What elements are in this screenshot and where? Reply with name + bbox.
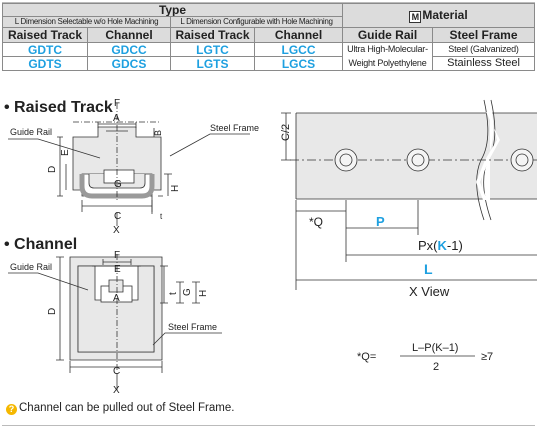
formula-denominator: 2 (433, 361, 439, 373)
dim-h: H (170, 185, 181, 192)
dim-b: B (153, 130, 163, 136)
dim-e: E (60, 149, 71, 156)
dim-g: G (114, 179, 122, 190)
type-code: GDTS (2, 56, 88, 71)
dim-p: P (376, 214, 385, 229)
material-icon: M (409, 10, 422, 23)
dim-a-channel: A (113, 293, 120, 304)
dim-t: t (160, 212, 163, 221)
dim-h-channel: H (198, 290, 209, 297)
dim-c-half: C/2 (280, 124, 292, 141)
formula-numerator: L–P(K–1) (412, 342, 458, 354)
dim-px-formula: Px(K-1) (418, 238, 463, 253)
x-view-label: X View (409, 284, 450, 299)
dim-e-channel: E (114, 264, 121, 275)
channel-title: • Channel (4, 236, 78, 253)
column-header: Raised Track (2, 27, 88, 43)
dim-a: A (113, 113, 120, 124)
dim-x-channel: X (113, 385, 120, 396)
question-icon: ? (6, 404, 17, 415)
dim-t-channel: t (168, 292, 179, 295)
formula-rhs: ≥7 (481, 351, 493, 363)
channel-note-text: Channel can be pulled out of Steel Frame… (19, 402, 235, 414)
type-code: LGTC (170, 42, 255, 57)
dim-g-channel: G (182, 288, 193, 296)
dim-c-channel: C (113, 366, 120, 377)
channel-drawing (8, 254, 222, 390)
label-guide-rail-channel: Guide Rail (10, 262, 52, 272)
dim-px-k: K (438, 238, 448, 253)
raised-track-title: • Raised Track (4, 99, 113, 116)
steel-frame-material: Stainless Steel (431, 56, 536, 71)
column-header: Channel (87, 27, 171, 43)
x-view-drawing (281, 98, 537, 290)
type-code: LGTS (170, 56, 255, 71)
table-row: GDTC GDCC LGTC LGCC Ultra High-Molecular… (2, 42, 536, 57)
dim-l: L (424, 261, 433, 277)
type-code: LGCS (254, 56, 343, 71)
dim-f: F (114, 98, 120, 109)
type-code: GDCS (87, 56, 171, 71)
table-row: GDTS GDCS LGTS LGCS Weight Polyethylene … (2, 56, 536, 71)
label-guide-rail: Guide Rail (10, 127, 52, 137)
label-steel-frame: Steel Frame (210, 123, 259, 133)
dim-px-prefix: Px( (418, 238, 438, 253)
formula-lhs: *Q= (357, 351, 376, 363)
channel-note: ?Channel can be pulled out of Steel Fram… (6, 402, 234, 415)
type-header: Type (2, 3, 343, 17)
dim-px-suffix: -1) (447, 238, 463, 253)
column-header: Guide Rail (342, 27, 433, 43)
label-steel-frame-channel: Steel Frame (168, 322, 217, 332)
dim-d: D (47, 166, 58, 173)
dim-f-channel: F (114, 250, 120, 261)
raised-track-drawing (8, 103, 250, 226)
dim-q: *Q (309, 215, 323, 229)
dim-d-channel: D (47, 308, 58, 315)
column-header: Raised Track (170, 27, 255, 43)
dim-x: X (113, 225, 120, 236)
material-header-label: Material (422, 7, 468, 22)
dim-c: C (114, 211, 121, 222)
